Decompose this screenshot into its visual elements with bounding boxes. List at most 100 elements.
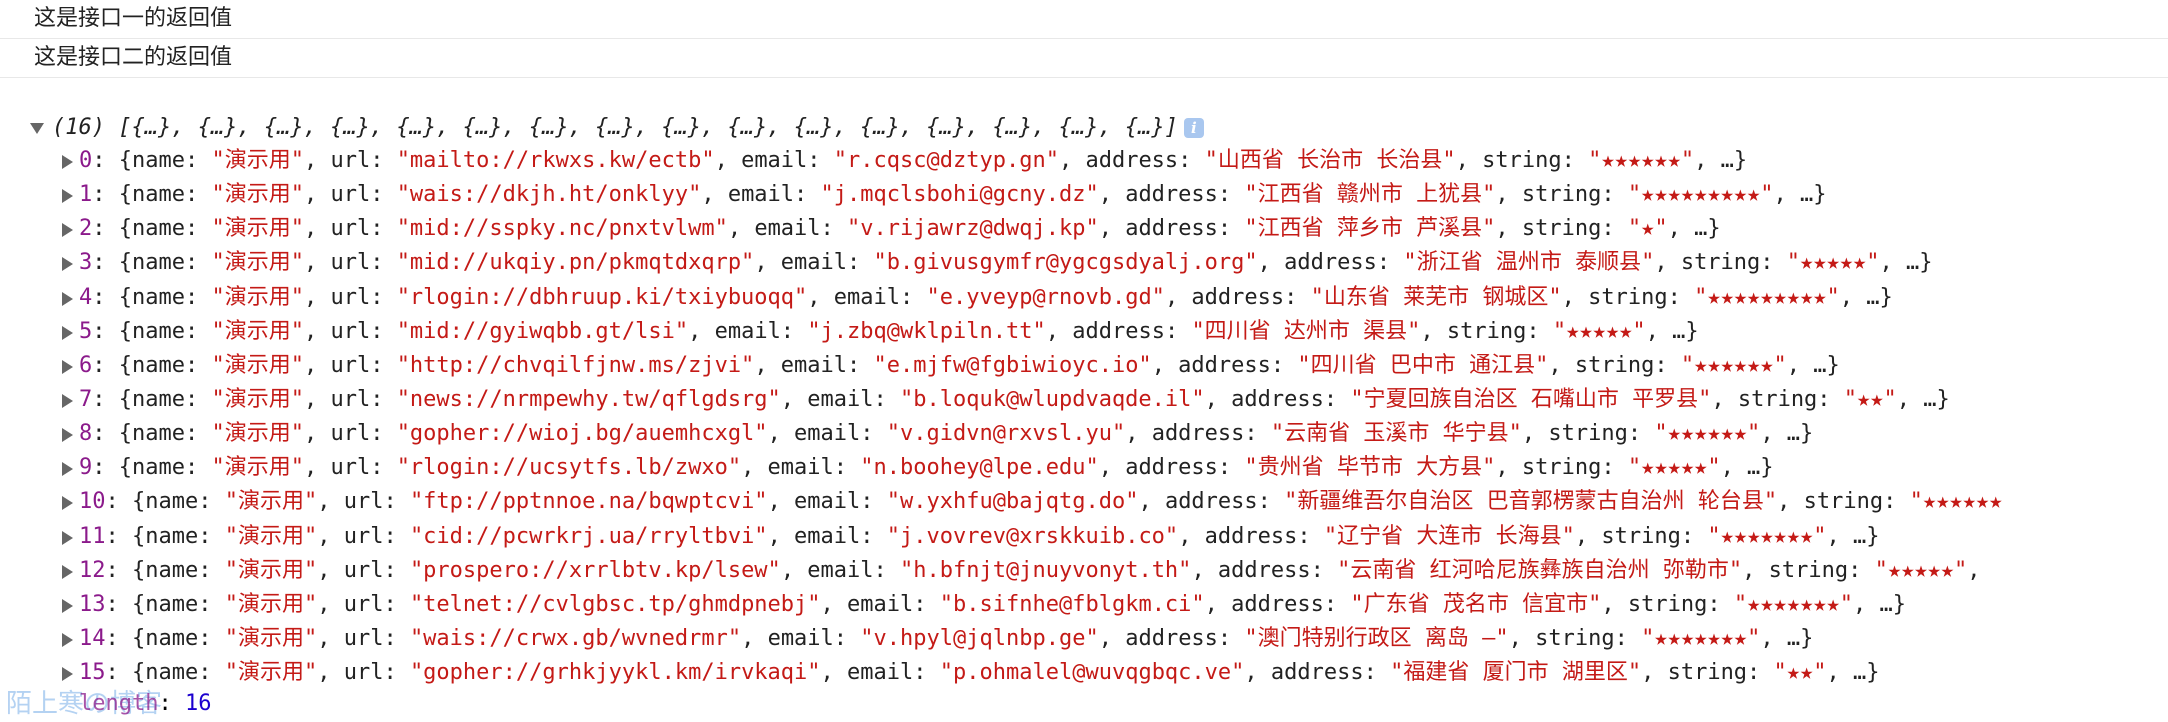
punct: , string: [1548,352,1681,378]
punct: , email: [767,523,887,549]
array-entry-row[interactable]: 10: {name: "演示用", url: "ftp://pptnnoe.na… [0,485,2002,519]
entry-content: 2: {name: "演示用", url: "mid://sspky.nc/pn… [79,216,1721,241]
array-length: length: 16 [79,687,211,721]
entry-address-value: "福建省 厦门市 湖里区" [1390,660,1642,686]
array-entry-row[interactable]: 9: {name: "演示用", url: "rlogin://ucsytfs.… [0,451,2002,485]
punct: , string: [1508,625,1642,651]
entry-name-value: "演示用" [224,557,318,583]
punct: : {name: [105,557,225,583]
entry-address-value: "广东省 茂名市 信宜市" [1350,591,1602,617]
entry-content: 9: {name: "演示用", url: "rlogin://ucsytfs.… [79,455,1774,480]
array-entry-row[interactable]: 7: {name: "演示用", url: "news://nrmpewhy.t… [0,383,2002,417]
entry-name-value: "演示用" [211,386,304,412]
entry-string-value: "★★★★★★★" [1641,625,1761,651]
punct: , email: [767,421,887,447]
entry-string-value: "★★" [1843,386,1897,412]
entry-tail: , …} [1645,318,1699,344]
punct: , string: [1742,557,1875,583]
entry-tail: , …} [1720,455,1774,481]
array-summary-text: (16) [{…}, {…}, {…}, {…}, {…}, {…}, {…},… [52,115,1178,140]
collapse-triangle-icon[interactable] [62,667,73,682]
entry-email-value: "h.bfnjt@jnuyvonyt.th" [900,557,1192,583]
punct: , email: [820,591,940,617]
entry-address-value: "澳门特别行政区 离岛 –" [1244,625,1509,651]
collapse-triangle-icon[interactable] [62,496,73,511]
collapse-triangle-icon[interactable] [62,325,73,340]
entry-content: 12: {name: "演示用", url: "prospero://xrrlb… [79,558,1981,583]
array-entry-row[interactable]: 2: {name: "演示用", url: "mid://sspky.nc/pn… [0,212,2002,246]
punct: , email: [714,148,834,173]
entry-url-value: "rlogin://dbhruup.ki/txiybuoqq" [396,284,808,310]
collapse-triangle-icon[interactable] [62,223,73,238]
punct: : {name: [92,318,212,344]
array-entry-row[interactable]: 14: {name: "演示用", url: "wais://crwx.gb/w… [0,622,2002,656]
entry-tail: , …} [1896,386,1950,412]
collapse-triangle-icon[interactable] [62,393,73,408]
punct: , email: [767,489,887,515]
expand-triangle-icon[interactable] [30,122,44,134]
entry-content: 13: {name: "演示用", url: "telnet://cvlgbsc… [79,592,1906,617]
punct: , address: [1151,352,1298,378]
punct: : {name: [92,182,212,208]
array-entry-row[interactable]: 6: {name: "演示用", url: "http://chvqilfjnw… [0,349,2002,383]
collapse-triangle-icon[interactable] [62,257,73,272]
array-entry-row[interactable]: 12: {name: "演示用", url: "prospero://xrrlb… [0,554,2002,588]
collapse-triangle-icon[interactable] [62,189,73,204]
entry-string-value: "★★" [1773,660,1827,686]
entry-email-value: "j.zbq@wklpiln.tt" [807,318,1046,344]
punct: , address: [1204,386,1351,412]
punct: , url: [317,523,410,549]
entry-content: 3: {name: "演示用", url: "mid://ukqiy.pn/pk… [79,250,1932,275]
punct: , url: [303,148,397,173]
array-entry-row[interactable]: 15: {name: "演示用", url: "gopher://grhkjyy… [0,656,2002,690]
collapse-triangle-icon[interactable] [62,359,73,374]
collapse-triangle-icon[interactable] [62,530,73,545]
entry-email-value: "n.boohey@lpe.edu" [860,455,1099,481]
entry-index: 4 [79,284,93,310]
entry-url-value: "prospero://xrrlbtv.kp/lsew" [409,557,781,583]
punct: , address: [1257,250,1404,276]
array-entry-row[interactable]: 0: {name: "演示用", url: "mailto://rkwxs.kw… [0,144,2002,178]
entry-name-value: "演示用" [211,421,304,447]
array-entry-row[interactable]: 4: {name: "演示用", url: "rlogin://dbhruup.… [0,281,2002,315]
entry-string-value: "★★★★★★★" [1733,591,1854,617]
punct: : {name: [92,250,212,276]
array-entry-row[interactable]: 11: {name: "演示用", url: "cid://pcwrkrj.ua… [0,520,2002,554]
collapse-triangle-icon[interactable] [62,155,73,169]
collapse-triangle-icon[interactable] [62,632,73,647]
entry-address-value: "云南省 玉溪市 华宁县" [1270,421,1522,447]
punct: , string: [1641,660,1774,686]
entry-index: 10 [79,489,106,515]
array-entry-row[interactable]: 13: {name: "演示用", url: "telnet://cvlgbsc… [0,588,2002,622]
entry-string-value: "★★★★★" [1874,557,1968,583]
punct: , url: [317,489,410,515]
collapse-triangle-icon[interactable] [62,598,73,613]
punct: , address: [1058,148,1205,173]
punct: , string: [1455,148,1589,173]
array-entry-row[interactable]: 1: {name: "演示用", url: "wais://dkjh.ht/on… [0,178,2002,212]
entry-address-value: "云南省 红河哈尼族彝族自治州 弥勒市" [1337,557,1743,583]
punct: : {name: [92,216,212,242]
array-entry-row[interactable]: 8: {name: "演示用", url: "gopher://wioj.bg/… [0,417,2002,451]
entry-url-value: "mailto://rkwxs.kw/ectb" [396,148,715,173]
entry-email-value: "e.mjfw@fgbiwioyc.io" [873,352,1152,378]
array-entry-row[interactable]: 3: {name: "演示用", url: "mid://ukqiy.pn/pk… [0,246,2002,280]
entry-name-value: "演示用" [224,489,318,515]
entry-email-value: "r.cqsc@dztyp.gn" [833,148,1059,173]
entry-content: 4: {name: "演示用", url: "rlogin://dbhruup.… [79,285,1893,310]
punct: : {name: [92,386,212,412]
collapse-triangle-icon[interactable] [62,462,73,477]
entry-index: 0 [79,148,93,173]
collapse-triangle-icon[interactable] [62,564,73,579]
entry-email-value: "b.loquk@wlupdvaqde.il" [900,386,1205,412]
entry-tail: , [1967,557,1981,583]
collapse-triangle-icon[interactable] [62,428,73,443]
info-icon[interactable]: i [1183,118,1204,138]
array-entry-row[interactable]: 5: {name: "演示用", url: "mid://gyiwqbb.gt/… [0,315,2002,349]
entry-email-value: "p.ohmalel@wuvqgbqc.ve" [939,660,1245,686]
array-summary[interactable]: (16) [{…}, {…}, {…}, {…}, {…}, {…}, {…},… [30,111,1204,145]
collapse-triangle-icon[interactable] [62,291,73,306]
entry-address-value: "贵州省 毕节市 大方县" [1244,455,1496,481]
entry-email-value: "v.hpyl@jqlnbp.ge" [860,625,1099,651]
punct: , address: [1045,318,1192,344]
